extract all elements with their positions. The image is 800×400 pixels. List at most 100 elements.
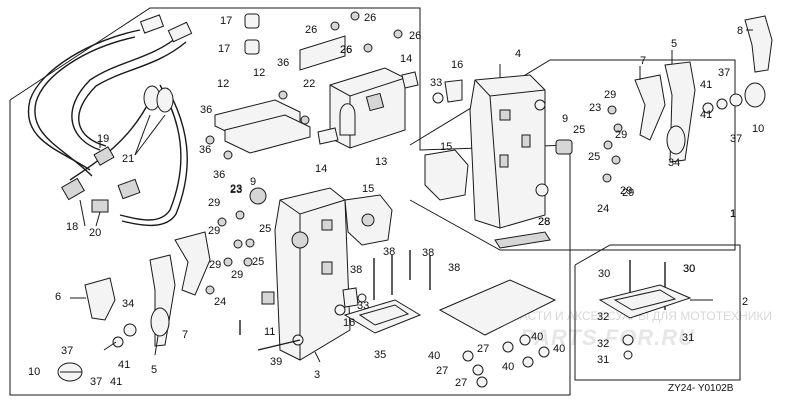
connector-top-1 [139, 14, 165, 34]
callout: 40 [502, 361, 514, 373]
callout: 38 [350, 264, 362, 276]
callout: 29 [208, 197, 220, 209]
callout: 1 [730, 208, 736, 220]
connector-21 [117, 178, 141, 200]
callout: 36 [199, 144, 211, 156]
callout: 26 [364, 12, 376, 24]
callout: 40 [531, 331, 543, 343]
callout: 25 [588, 151, 600, 163]
callout: 10 [752, 123, 764, 135]
bracket-16-left [342, 287, 359, 308]
callout: 24 [597, 203, 609, 215]
callout: 38 [448, 262, 460, 274]
lever-group-right [555, 15, 773, 183]
callout: 40 [428, 350, 440, 362]
callout: 25 [573, 124, 585, 136]
callout: 38 [383, 246, 395, 258]
callout: 35 [374, 349, 386, 361]
callout: 10 [28, 366, 40, 378]
callout: 23 [589, 102, 601, 114]
assembly-outline-4 [409, 59, 736, 251]
callout: 40 [553, 343, 565, 355]
callout: 23 [230, 183, 242, 195]
callout: 15 [362, 183, 374, 195]
callout: 7 [640, 55, 646, 67]
callout: 27 [477, 343, 489, 355]
top-small-parts [244, 11, 403, 71]
callout: 39 [270, 356, 282, 368]
callout: 38 [422, 247, 434, 259]
callout: 41 [700, 109, 712, 121]
callout: 14 [315, 163, 327, 175]
callout: 26 [340, 44, 352, 56]
callout: 37 [61, 345, 73, 357]
callout: 41 [110, 376, 122, 388]
callout: 28 [538, 216, 550, 228]
callout: 27 [455, 377, 467, 389]
washer-33-left [357, 293, 367, 303]
gasket-hole [361, 213, 375, 227]
callout: 31 [682, 332, 694, 344]
leader-lines [60, 29, 753, 373]
callout: 29 [615, 129, 627, 141]
callout: 12 [253, 67, 265, 79]
callout: 36 [277, 57, 289, 69]
callout: 25 [259, 223, 271, 235]
assembly-outline-2 [574, 244, 741, 381]
callout: 5 [151, 364, 157, 376]
callout: 3 [314, 369, 320, 381]
callout: 36 [213, 169, 225, 181]
connector-top-2 [167, 21, 193, 43]
callout: 33 [357, 300, 369, 312]
connector-19 [93, 146, 115, 166]
callout: 32 [597, 311, 609, 323]
callout: 25 [252, 256, 264, 268]
callout: 32 [597, 338, 609, 350]
callout: 29 [231, 269, 243, 281]
callout: 20 [89, 227, 101, 239]
watermark-line-2: PARTS FOR.RU [520, 325, 695, 350]
callout: 29 [622, 187, 634, 199]
callout: 18 [66, 221, 78, 233]
callout: 27 [436, 365, 448, 377]
callout: 31 [597, 354, 609, 366]
callout: 5 [671, 38, 677, 50]
bolts-38 [373, 250, 431, 300]
callout: 24 [214, 296, 226, 308]
callout: 8 [737, 25, 743, 37]
callout: 26 [340, 44, 352, 56]
plate-large [438, 279, 557, 336]
callout: 37 [730, 133, 742, 145]
callout: 33 [430, 77, 442, 89]
callout: 17 [218, 43, 230, 55]
clip-14 [317, 127, 339, 145]
callout: 41 [118, 359, 130, 371]
callout: 29 [209, 259, 221, 271]
gasket-15-upper [424, 149, 469, 201]
callout: 1 [730, 208, 736, 220]
callout: 34 [122, 298, 134, 310]
callout: 4 [515, 48, 521, 60]
callout: 30 [683, 263, 695, 275]
callout: 41 [700, 79, 712, 91]
cable-harness [27, 14, 193, 227]
screw-39 [257, 339, 301, 351]
clip-14b [401, 71, 419, 89]
plate-35 [343, 299, 422, 334]
callout: 23 [230, 184, 242, 196]
callout: 19 [97, 133, 109, 145]
callout-labels: 17 26 26 26 26 8 17 22 36 26 12 4 16 7 5… [28, 12, 764, 389]
control-box-4 [469, 74, 549, 229]
callout: 36 [200, 104, 212, 116]
callout: 29 [208, 225, 220, 237]
callout: 30 [683, 263, 695, 275]
callout: 17 [220, 15, 232, 27]
bracket-16-top [444, 79, 463, 103]
callout: 26 [305, 24, 317, 36]
callout: 21 [122, 153, 134, 165]
callout: 7 [182, 329, 188, 341]
plate-lower-box4 [494, 231, 551, 249]
callout: 6 [55, 291, 61, 303]
callout: 37 [718, 67, 730, 79]
